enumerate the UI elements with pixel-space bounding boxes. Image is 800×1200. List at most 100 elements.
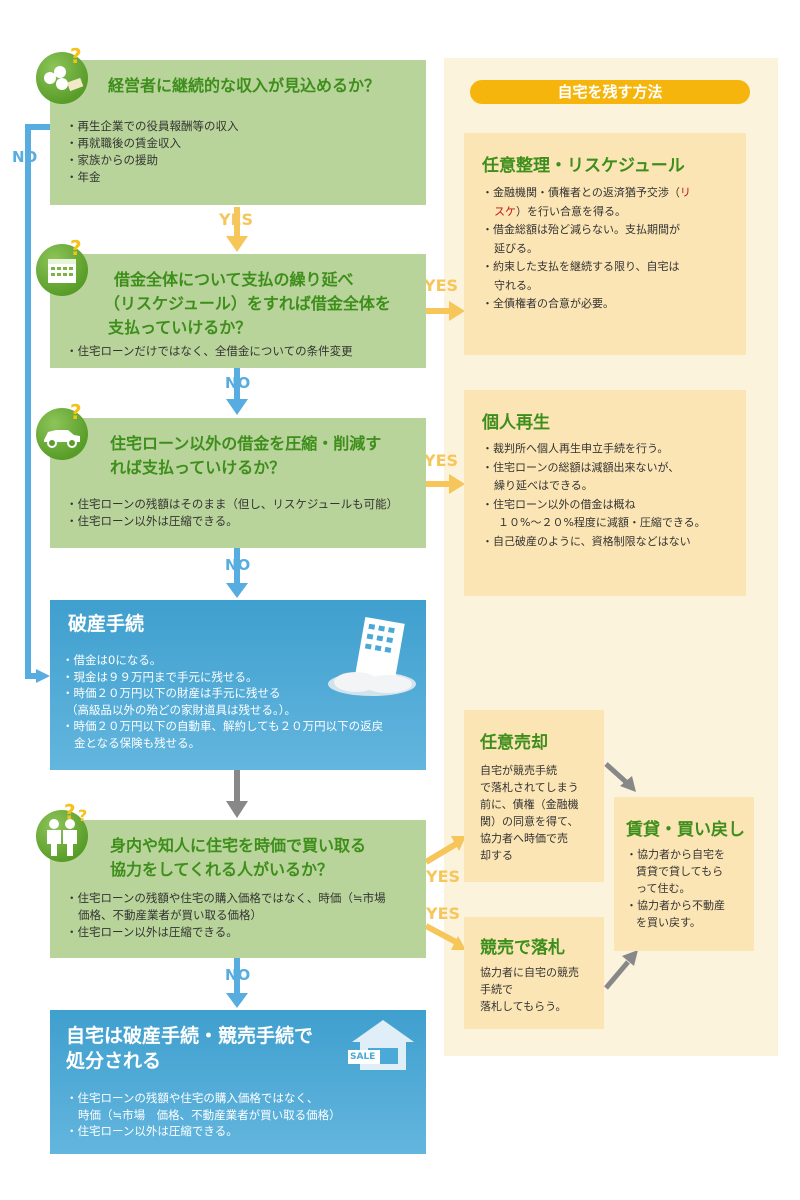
final-bullets: ・住宅ローンの残額や住宅の購入価格ではなく、 時価（≒市場 価格、不動産業者が買… [66,1090,341,1140]
q3-bullet: ・住宅ローン以外は圧縮できる。 [66,514,238,528]
q1-box [50,60,426,205]
house-icon [348,1020,414,1070]
people-icon [36,810,88,862]
gray-arrow-to-lease-1-head [620,776,636,792]
yes-arrow-right-shaft-1 [426,308,450,314]
q2-title: 借金全体について支払の繰り延べ （リスケジュール）をすれば借金全体を 支払ってい… [104,268,424,340]
yes-label-right-4: YES [426,904,461,923]
q1-bullets: ・再生企業での役員報酬等の収入 ・再就職後の賃金収入 ・家族からの援助 ・年金 [66,118,239,186]
reschedule-bullet: ・金融機関・債権者との返済猶予交渉（リ [482,186,691,199]
reschedule-bullet: 守れる。 [494,278,538,292]
auction-text: 協力者に自宅の競売 手続で 落札してもらう。 [480,964,579,1015]
question-mark-icon: ? [64,800,76,824]
leaseback-bullet: を買い戻す。 [636,916,701,929]
reschedule-bullets: ・金融機関・債権者との返済猶予交渉（リ スケ）を行い合意を得る。 ・借金総額は殆… [482,184,691,314]
q1-title: 経営者に継続的な収入が見込めるか？ [108,76,381,95]
q2-box [50,254,426,368]
leaseback-title: 賃貸・買い戻し [626,820,745,840]
q3-bullet: ・住宅ローンの残額はそのまま（但し、リスケジュールも可能） [66,497,399,511]
calendar-icon [36,244,88,296]
q2-bullet: ・住宅ローンだけではなく、全借金についての条件変更 [66,344,353,358]
auction-line: 落札してもらう。 [480,1000,567,1013]
reschedule-bullet: ・全債権者の合意が必要。 [482,297,614,310]
right-panel-header: 自宅を残す方法 [470,80,750,104]
bankruptcy-title: 破産手続 [68,613,145,635]
yes-arrow-shaft-1 [234,207,240,237]
final-bullet: ・住宅ローンの残額や住宅の購入価格ではなく、 [66,1091,319,1105]
sale-sign-label: SALE [350,1052,376,1062]
rehab-bullet: １０%～２０%程度に減額・圧縮できる。 [498,516,706,529]
rehab-card [464,390,746,596]
rehab-bullet: ・住宅ローン以外の借金は概ね [482,497,636,511]
reschedule-bullet: ・借金総額は殆ど減らない。支払期間が [482,223,680,236]
voluntary-sale-text: 自宅が競売手続 で落札されてしまう 前に、債権（金融機 関）の同意を得て、 協力… [480,762,579,864]
q3-title-line: 住宅ローン以外の借金を圧縮・削減す [110,434,382,453]
leaseback-bullet: 賃貸で貸してもら [636,865,724,878]
reschedule-card [464,133,746,355]
rehab-bullets: ・裁判所へ個人再生申立手続を行う。 ・住宅ローンの総額は減額出来ないが、 繰り延… [482,440,706,551]
no-arrow-shaft-1 [234,368,240,400]
yes-arrow-head-1 [226,236,248,252]
q1-bullet: ・家族からの援助 [66,153,158,167]
q4-title-line: 身内や知人に住宅を時価で買い取る [110,836,367,855]
bankruptcy-bullet: ・現金は９９万円まで手元に残せる。 [62,669,258,684]
rehab-bullet: 繰り延べはできる。 [494,479,593,492]
voluntary-sale-line: で落札されてしまう [480,781,579,794]
q2-title-line: 支払っていけるか？ [108,318,252,337]
q4-bullet: ・住宅ローン以外は圧縮できる。 [66,925,238,939]
no-arrow-head-2 [226,583,248,598]
final-bullet: ・住宅ローン以外は圧縮できる。 [66,1124,238,1138]
gray-arrow-to-lease-1 [604,762,628,784]
no-arrow-head-1 [226,399,248,415]
leaseback-bullet: って住む。 [636,882,691,895]
reschedule-bullet: 延びる。 [494,241,538,255]
q3-title-line: れば支払っていけるか？ [110,458,286,477]
q4-bullets: ・住宅ローンの残額や住宅の購入価格ではなく、時価（≒市場 価格、不動産業者が買い… [66,890,386,941]
q1-bullet: ・再生企業での役員報酬等の収入 [66,119,239,133]
bankruptcy-bullet: （高級品以外の殆どの家財道具は残せる。）。 [66,702,296,717]
q4-title: 身内や知人に住宅を時価で買い取る 協力をしてくれる人がいるか？ [110,834,426,882]
no-arrow-head-3 [226,993,248,1008]
reschedule-bullet: ・約束した支払を継続する限り、自宅は [482,260,680,273]
money-icon [36,52,88,104]
yes-arrow-right-head-2 [449,474,465,494]
q3-box [50,418,426,548]
leaseback-bullets: ・協力者から自宅を 賃貸で貸してもら って住む。 ・協力者から不動産 を買い戻す… [626,846,725,931]
voluntary-sale-line: 協力者へ時価で売 [480,832,568,845]
rehab-title: 個人再生 [482,413,550,433]
no-line-left [25,124,50,679]
no-label-3: NO [225,966,251,984]
reschedule-title: 任意整理・リスケジュール [482,156,685,176]
yes-arrow-right-head-1 [449,301,465,321]
auction-card [464,917,604,1029]
bankruptcy-bullet: ・時価２０万円以下の財産は手元に残せる [62,686,281,700]
no-label-2: NO [225,556,251,574]
yes-arrow-right-shaft-2 [426,481,450,487]
rehab-bullet: ・住宅ローンの総額は減額出来ないが、 [482,460,680,474]
bankruptcy-bullet: 金となる保険も残せる。 [74,735,201,750]
yes-arrow-diag-up [424,841,458,865]
q1-bullet: ・再就職後の賃金収入 [66,136,181,150]
rehab-bullet: ・裁判所へ個人再生申立手続を行う。 [482,442,669,455]
question-mark-icon: ? [78,806,88,825]
building-icon [328,616,416,696]
yes-arrow-diag-down-head [451,936,466,950]
bankruptcy-bullet: ・時価２０万円以下の自動車、解約しても２０万円以下の返戻 [62,719,384,733]
question-mark-icon: ? [70,236,82,260]
q4-title-line: 協力をしてくれる人がいるか？ [110,860,334,879]
q2-bullets: ・住宅ローンだけではなく、全借金についての条件変更 [66,343,353,360]
q4-bullet: 価格、不動産業者が買い取る価格） [78,908,262,922]
q4-box [50,820,426,958]
car-icon [36,408,88,460]
reschedule-bullet: スケ）を行い合意を得る。 [494,204,626,218]
no-arrowhead-left [36,669,50,683]
gray-arrow-head [226,801,248,818]
leaseback-bullet: ・協力者から自宅を [626,848,725,861]
yes-label-right-2: YES [424,451,459,470]
auction-title: 競売で落札 [480,938,565,958]
voluntary-sale-card [464,710,604,882]
leaseback-card [614,797,754,951]
final-title: 自宅は破産手続・競売手続で 処分される [66,1024,313,1074]
q2-title-line: 借金全体について支払の繰り延べ [114,270,354,289]
q3-title: 住宅ローン以外の借金を圧縮・削減す れば支払っていけるか？ [110,432,426,480]
